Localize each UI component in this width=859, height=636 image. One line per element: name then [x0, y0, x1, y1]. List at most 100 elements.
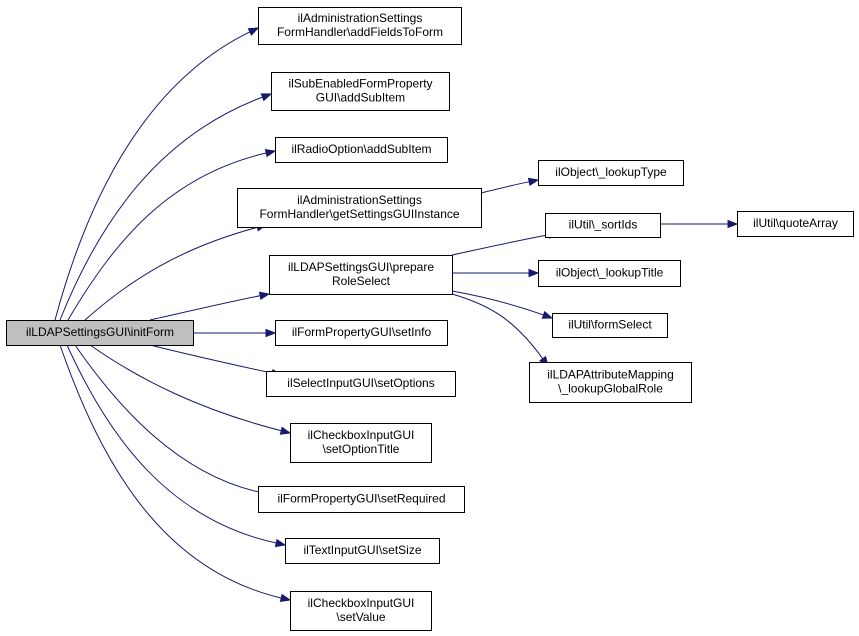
node-box: [538, 160, 684, 186]
node-label-line: ilFormPropertyGUI\setInfo: [292, 325, 432, 339]
edge-line: [149, 295, 262, 321]
node-label-line: FormHandler\addFieldsToForm: [277, 25, 443, 39]
node-label-line: ilAdministrationSettings: [297, 193, 422, 207]
node-setOptionTitle[interactable]: ilCheckboxInputGUI\setOptionTitle: [290, 423, 432, 463]
edge-line: [89, 344, 283, 432]
node-setInfo[interactable]: ilFormPropertyGUI\setInfo: [275, 320, 448, 346]
arrowhead-icon: [260, 93, 273, 102]
node-label-line: ilFormPropertyGUI\setRequired: [277, 492, 445, 506]
node-addFieldsToForm[interactable]: ilAdministrationSettingsFormHandler\addF…: [258, 7, 462, 45]
edge-root-to-setSize: [66, 344, 287, 548]
node-label-line: \_lookupGlobalRole: [558, 382, 663, 396]
node-box: [266, 371, 456, 397]
edge-line: [59, 344, 283, 599]
node-lookupType[interactable]: ilObject\_lookupType: [538, 160, 684, 186]
edge-prepareRoleSelect-to-sortIds: [451, 230, 560, 256]
node-box: [237, 188, 482, 228]
node-label-line: ilLDAPSettingsGUI\initForm: [26, 325, 174, 339]
node-box: [275, 320, 448, 346]
edge-line: [84, 226, 259, 321]
node-label-line: FormHandler\getSettingsGUIInstance: [259, 207, 459, 221]
node-sortIds[interactable]: ilUtil\_sortIds: [545, 213, 661, 238]
edge-line: [451, 290, 545, 316]
node-getSettingsGUIInstance[interactable]: ilAdministrationSettingsFormHandler\getS…: [237, 188, 482, 228]
edge-root-to-addSubItem1: [59, 93, 273, 321]
edge-root-to-setValue: [59, 344, 292, 602]
arrowhead-icon: [727, 219, 739, 229]
node-box: [290, 423, 432, 463]
node-box: [258, 486, 465, 513]
node-box: [290, 591, 432, 631]
arrowhead-icon: [527, 177, 540, 187]
arrowhead-icon: [528, 268, 540, 278]
node-addSubItem2[interactable]: ilRadioOption\addSubItem: [275, 137, 448, 163]
edge-line: [480, 181, 531, 194]
node-setOptions[interactable]: ilSelectInputGUI\setOptions: [266, 371, 456, 397]
node-label-line: ilSelectInputGUI\setOptions: [287, 376, 434, 390]
arrowhead-icon: [279, 593, 292, 602]
node-label-line: ilObject\_lookupType: [555, 165, 667, 179]
node-box: [258, 7, 462, 45]
node-setSize[interactable]: ilTextInputGUI\setSize: [285, 538, 440, 564]
node-label-line: \setValue: [336, 610, 385, 624]
edge-prepareRoleSelect-to-lookupTitle: [452, 268, 540, 278]
node-quoteArray[interactable]: ilUtil\quoteArray: [737, 211, 854, 237]
arrowhead-icon: [264, 148, 277, 158]
edge-getSettingsGUIInstance-to-lookupType: [480, 177, 540, 194]
edge-root-to-addSubItem2: [67, 148, 277, 321]
node-label-line: ilUtil\_sortIds: [569, 218, 638, 232]
edge-line: [451, 233, 551, 256]
node-setValue[interactable]: ilCheckboxInputGUI\setValue: [290, 591, 432, 631]
node-box: [285, 538, 440, 564]
node-box: [269, 255, 453, 295]
edge-line: [54, 31, 252, 321]
edge-prepareRoleSelect-to-formSelect: [451, 290, 554, 319]
node-formSelect[interactable]: ilUtil\formSelect: [552, 313, 668, 338]
node-box: [538, 260, 681, 287]
node-label-line: ilLDAPAttributeMapping: [547, 368, 674, 382]
nodes-layer: ilLDAPSettingsGUI\initForm ilAdministrati…: [6, 7, 854, 631]
arrowhead-icon: [247, 27, 260, 36]
edge-root-to-setOptionTitle: [89, 344, 292, 435]
edge-root-to-addFieldsToForm: [54, 27, 260, 321]
node-label-line: RoleSelect: [332, 274, 391, 288]
edge-line: [74, 344, 261, 493]
node-box: [737, 211, 854, 237]
edge-sortIds-to-quoteArray: [660, 219, 739, 229]
node-label-line: ilUtil\formSelect: [568, 318, 652, 332]
node-label-line: ilTextInputGUI\setSize: [303, 543, 421, 557]
node-label-line: ilAdministrationSettings: [298, 11, 423, 25]
node-box: [275, 137, 448, 163]
edge-line: [451, 293, 544, 360]
arrowhead-icon: [541, 310, 554, 319]
node-box: [271, 72, 450, 111]
edge-root-to-setOptions: [149, 344, 283, 378]
edge-root-to-getSettingsGUIInstance: [84, 223, 268, 321]
node-lookupTitle[interactable]: ilObject\_lookupTitle: [538, 260, 681, 287]
arrowhead-icon: [279, 426, 292, 435]
node-box: [552, 313, 668, 338]
edge-line: [59, 96, 264, 321]
node-root[interactable]: ilLDAPSettingsGUI\initForm: [6, 320, 194, 346]
node-label-line: ilSubEnabledFormProperty: [288, 77, 432, 91]
arrowhead-icon: [274, 538, 287, 548]
edge-line: [149, 344, 274, 374]
node-setRequired[interactable]: ilFormPropertyGUI\setRequired: [258, 486, 465, 513]
node-label-line: ilUtil\quoteArray: [753, 216, 838, 230]
node-lookupGlobalRole[interactable]: ilLDAPAttributeMapping\_lookupGlobalRole: [529, 362, 692, 403]
node-label-line: ilRadioOption\addSubItem: [291, 142, 431, 156]
node-label-line: ilCheckboxInputGUI: [308, 428, 415, 442]
node-label-line: GUI\addSubItem: [316, 91, 405, 105]
edge-root-to-setRequired: [74, 344, 270, 497]
edge-line: [67, 152, 268, 321]
node-box: [529, 362, 692, 403]
edge-root-to-setInfo: [192, 328, 277, 338]
node-box: [6, 320, 194, 346]
arrowhead-icon: [265, 328, 277, 338]
node-label-line: ilLDAPSettingsGUI\prepare: [288, 260, 434, 274]
node-label-line: ilCheckboxInputGUI: [308, 596, 415, 610]
node-label-line: ilObject\_lookupTitle: [556, 266, 664, 280]
